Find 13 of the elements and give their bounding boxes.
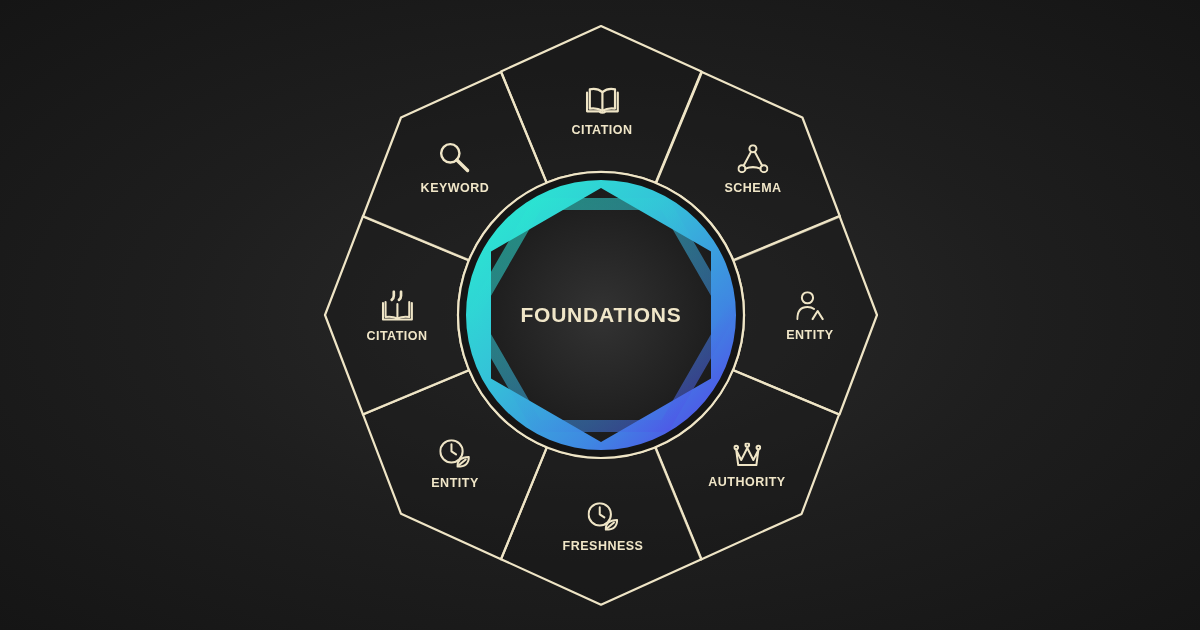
segment-label: CITATION xyxy=(366,330,428,344)
wheel-segment xyxy=(499,445,704,607)
wheel-segment xyxy=(323,214,472,417)
wheel-segment xyxy=(499,24,704,185)
segment-label: CITATION xyxy=(571,123,633,138)
segment-label: ENTITY xyxy=(431,477,479,491)
segment-label: ENTITY xyxy=(786,329,834,343)
hub-label: FOUNDATIONS xyxy=(520,303,682,327)
segment-label: FRESHNESS xyxy=(562,540,644,554)
segment-label: SCHEMA xyxy=(724,182,782,196)
segment-label: KEYWORD xyxy=(420,181,490,196)
wheel-segment xyxy=(361,69,549,263)
segment-label: AUTHORITY xyxy=(708,475,786,490)
